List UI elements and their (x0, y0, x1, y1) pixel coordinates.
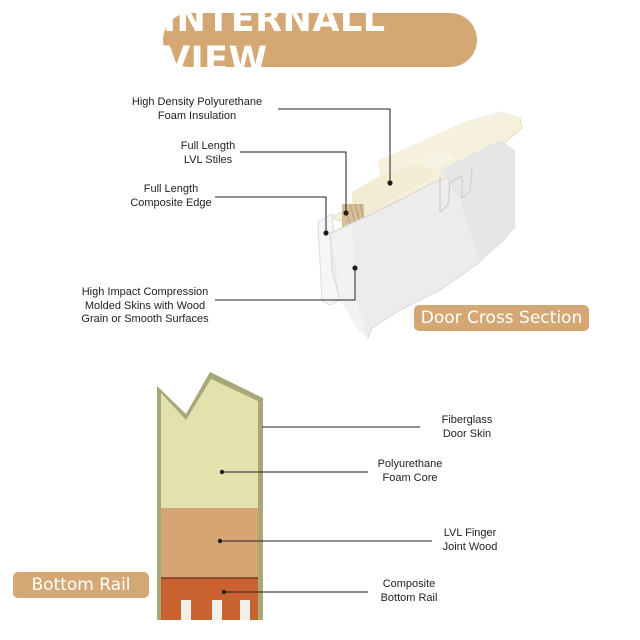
label-line: LVL Finger (443, 527, 497, 539)
lvl-finger-joint-wood (161, 508, 258, 578)
upper-leader-lines (215, 108, 391, 301)
label-line: Grain or Smooth Surfaces (81, 313, 209, 325)
label-line: Composite Edge (130, 196, 212, 209)
label-fiberglass-skin: Fiberglass Door Skin (420, 414, 514, 441)
label-molded-skins: High Impact Compression Molded Skins wit… (70, 286, 220, 327)
label-composite-rail: Composite Bottom Rail (362, 578, 456, 605)
label-lvl-finger: LVL Finger Joint Wood (424, 527, 516, 554)
molded-skin-lower (332, 225, 368, 338)
label-line: Fiberglass (441, 414, 493, 426)
foam-top-highlight (378, 112, 520, 176)
label-line: Molded Skins with Wood (84, 299, 206, 312)
label-line: LVL Stiles (183, 153, 233, 166)
label-line: Composite (382, 578, 436, 590)
label-line: Bottom Rail (380, 591, 438, 604)
foam-insulation-block (352, 160, 432, 224)
label-line: Door Skin (442, 427, 492, 440)
polyurethane-foam-core (161, 379, 258, 508)
label-line: Foam Insulation (157, 109, 237, 122)
bottom-rail-tag: Bottom Rail (13, 572, 149, 598)
label-line: Full Length (143, 183, 199, 195)
label-line: Joint Wood (442, 540, 498, 553)
label-line: High Density Polyurethane (131, 96, 263, 108)
bottom-rail-section (157, 372, 263, 620)
door-cross-section (317, 111, 523, 340)
lower-leader-dots (217, 469, 227, 595)
door-cross-section-tag: Door Cross Section (414, 305, 589, 331)
lower-leader-lines (220, 426, 432, 593)
label-line: Full Length (180, 140, 236, 152)
label-lvl-stiles: Full Length LVL Stiles (168, 140, 248, 167)
label-line: Polyurethane (377, 458, 443, 470)
label-line: High Impact Compression (81, 286, 209, 298)
label-foam-insulation: High Density Polyurethane Foam Insulatio… (118, 96, 276, 123)
composite-bottom-rail (161, 577, 258, 620)
door-top-notch (420, 150, 455, 170)
label-foam-core: Polyurethane Foam Core (362, 458, 458, 485)
label-line: Foam Core (382, 471, 438, 484)
door-profile-step (439, 167, 473, 214)
upper-leader-dots (323, 180, 393, 271)
label-composite-edge: Full Length Composite Edge (120, 183, 222, 210)
molded-skin-side (440, 140, 515, 262)
